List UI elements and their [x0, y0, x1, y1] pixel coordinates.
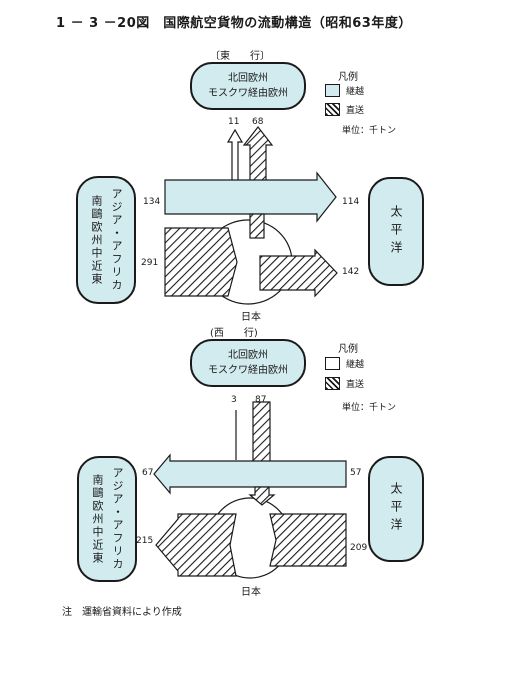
west-north-line2: モスクワ経由欧州: [208, 365, 288, 376]
east-asia-africa-region: 南鷗欧州中近東 アジア・アフリカ: [76, 176, 136, 304]
source-note: 注 運輸省資料により作成: [62, 607, 182, 618]
west-legend-title: 凡例: [338, 344, 358, 355]
west-value-right-direct: 209: [350, 543, 368, 553]
west-value-right-transit: 57: [350, 468, 362, 478]
west-pacific-label: 太平洋: [389, 482, 403, 536]
page-title: 1 － 3 －20図 国際航空貨物の流動構造（昭和63年度）: [56, 16, 412, 31]
west-value-down-direct: 87: [255, 395, 267, 405]
west-asia-col1: アジア・アフリカ: [111, 467, 124, 571]
west-center-direct-arrow: [248, 486, 276, 506]
west-down-direct-column: [252, 401, 271, 463]
west-legend-direct-swatch: [325, 377, 340, 390]
west-value-left-transit: 67: [142, 468, 154, 478]
east-north-region: 北回欧州 モスクワ経由欧州: [190, 62, 306, 110]
west-left-direct-arrow: [155, 513, 237, 577]
east-pacific-label: 太平洋: [389, 204, 403, 259]
east-value-left-transit: 134: [143, 197, 161, 207]
east-legend-direct-swatch: [325, 103, 340, 116]
west-north-line1: 北回欧州: [228, 350, 268, 361]
east-legend-transit-label: 継越: [346, 87, 365, 97]
east-right-direct-arrow: [259, 248, 338, 298]
east-left-direct-block: [164, 227, 238, 297]
east-value-up-direct: 68: [252, 117, 264, 127]
east-center-direct-block: [249, 213, 265, 239]
west-value-left-direct: 215: [136, 536, 154, 546]
east-japan-label: 日本: [241, 312, 261, 323]
east-value-right-transit: 114: [342, 197, 360, 207]
east-north-line1: 北回欧州: [228, 73, 268, 84]
east-direction-label: 〔東 行〕: [210, 51, 270, 62]
west-asia-africa-region: 南鷗欧州中近東 アジア・アフリカ: [77, 456, 137, 582]
west-right-direct-block: [269, 513, 347, 567]
west-asia-col2: 南鷗欧州中近東: [91, 473, 104, 565]
east-legend-unit: 単位：千トン: [342, 126, 397, 136]
east-north-line2: モスクワ経由欧州: [208, 88, 288, 99]
east-pacific-region: 太平洋: [368, 177, 424, 286]
west-japan-label: 日本: [241, 587, 261, 598]
west-legend-transit-swatch: [325, 357, 340, 370]
east-legend-direct-label: 直送: [346, 106, 365, 116]
east-legend-title: 凡例: [338, 72, 358, 83]
east-value-right-direct: 142: [342, 267, 360, 277]
west-legend-direct-label: 直送: [346, 380, 365, 390]
west-legend-unit: 単位：千トン: [342, 403, 397, 413]
east-asia-col1: アジア・アフリカ: [110, 188, 123, 292]
east-value-up-transit: 11: [228, 117, 240, 127]
west-value-down-transit: 3: [231, 395, 237, 405]
west-north-region: 北回欧州 モスクワ経由欧州: [190, 339, 306, 387]
east-up-transit-arrow: [226, 128, 244, 184]
east-legend-transit-swatch: [325, 84, 340, 97]
east-value-left-direct: 291: [141, 258, 159, 268]
east-transit-band: [164, 171, 337, 223]
west-transit-band: [153, 453, 347, 495]
west-legend-transit-label: 継越: [346, 360, 365, 370]
west-pacific-region: 太平洋: [368, 456, 424, 562]
east-asia-col2: 南鷗欧州中近東: [90, 194, 103, 286]
west-direction-label: (西 行): [210, 328, 258, 339]
east-up-direct-arrow: [242, 126, 274, 184]
